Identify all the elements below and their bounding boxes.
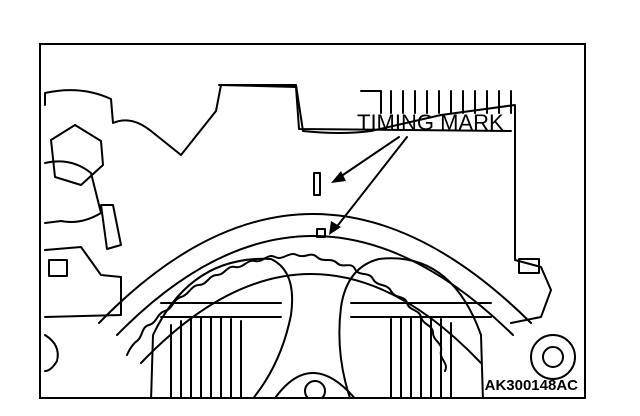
right-boss-inner: [542, 346, 564, 368]
arrowhead-upper: [331, 171, 346, 183]
timing-mark-label: TIMING MARK: [357, 110, 504, 135]
sprocket-right-window: [338, 257, 484, 397]
timing-mark-pin: [313, 172, 321, 196]
cam-band-left: [160, 302, 282, 318]
sprocket-rim: [140, 273, 482, 364]
cover-top-edge: [218, 84, 512, 132]
cover-ribs: [360, 90, 512, 114]
figure-frame: TIMING MARK AK300148AC: [39, 43, 586, 399]
sprocket-teeth: [126, 253, 447, 372]
cam-ribs-left: [170, 316, 242, 397]
leader-line-upper: [336, 136, 400, 180]
timing-cover-arc-inner: [116, 235, 514, 336]
sprocket-left-window: [150, 257, 294, 397]
left-block: [44, 246, 122, 318]
right-boss: [530, 334, 576, 380]
left-flange: [100, 204, 122, 250]
timing-cover-arc: [98, 213, 532, 324]
left-bracket: [50, 124, 104, 186]
cam-band-right: [350, 302, 492, 318]
cam-ribs-right: [390, 316, 452, 397]
left-pipe: [44, 160, 102, 224]
arrowhead-lower: [329, 221, 341, 235]
left-boss: [44, 334, 59, 372]
timing-mark-notch: [316, 228, 326, 238]
engine-illustration: [44, 84, 576, 397]
leader-line-lower: [334, 136, 408, 230]
right-bolt-head: [518, 258, 540, 274]
figure-code: AK300148AC: [484, 377, 578, 394]
sprocket-hub: [274, 372, 355, 397]
hub-bolt: [304, 380, 326, 397]
left-bolt: [48, 259, 68, 277]
engine-housing-outline: [44, 84, 552, 324]
